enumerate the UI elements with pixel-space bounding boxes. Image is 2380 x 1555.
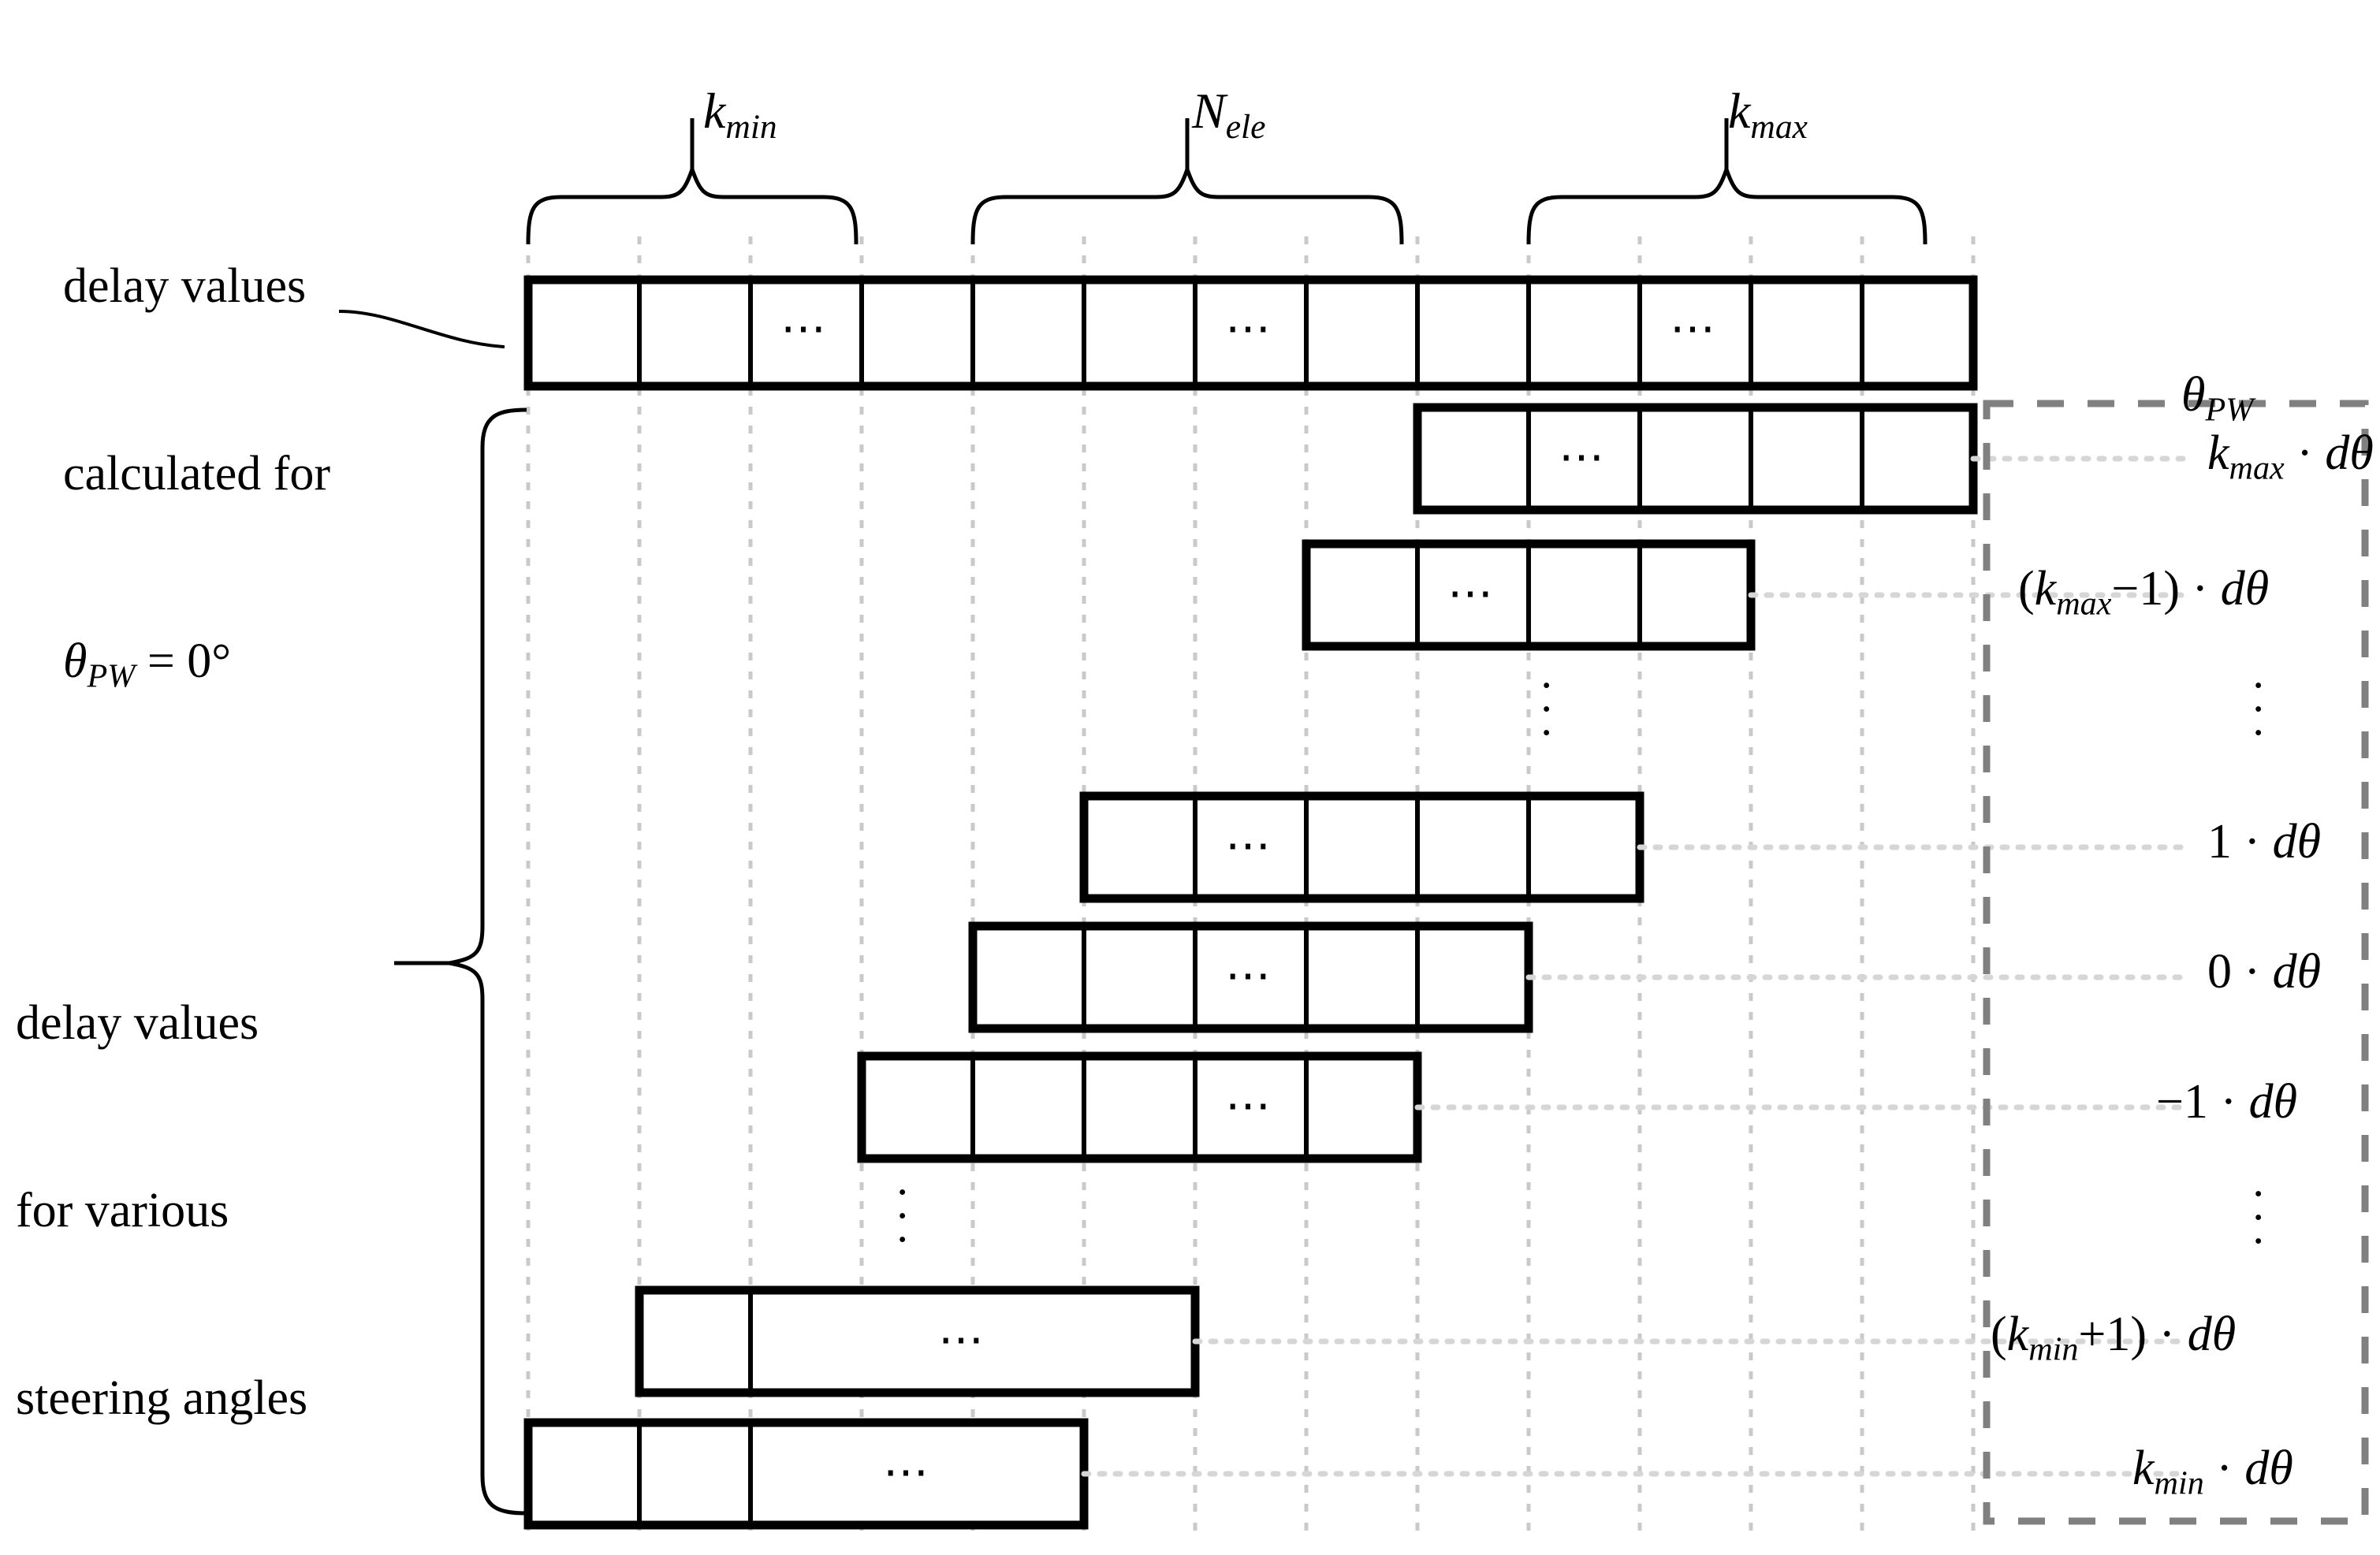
caption-line-3: steering angles xyxy=(16,1371,308,1425)
angle-label-0: kmax · dθ xyxy=(2207,426,2374,487)
ellipsis-top-row-3: ⋯ xyxy=(1670,303,1715,354)
angle-label-1: (kmax−1) · dθ xyxy=(2018,562,2270,623)
steering-row-3 xyxy=(968,921,1533,1033)
ellipsis-top-row-2: ⋯ xyxy=(1225,303,1271,354)
vertical-ellipsis-upper-rows: ··· xyxy=(1539,660,1555,759)
steering-row-6 xyxy=(523,1418,1089,1530)
angle-label-4: −1 · dθ xyxy=(2156,1075,2298,1129)
ellipsis-steering-row-1: ⋯ xyxy=(1447,567,1493,619)
vertical-ellipsis-lower-rows: ··· xyxy=(895,1166,911,1266)
ellipsis-steering-row-0: ⋯ xyxy=(1559,431,1604,482)
ellipsis-steering-row-6: ⋯ xyxy=(883,1446,929,1497)
vertical-ellipsis-labels-lower: ··· xyxy=(2251,1168,2266,1267)
ellipsis-steering-row-4: ⋯ xyxy=(1225,1080,1271,1131)
angle-label-5: (kmin+1) · dθ xyxy=(1991,1308,2237,1368)
ellipsis-steering-row-2: ⋯ xyxy=(1225,820,1271,871)
angle-label-3: 0 · dθ xyxy=(2207,945,2322,999)
steering-row-0 xyxy=(1413,403,1978,515)
brace-label-k-max: kmax xyxy=(1728,83,1808,147)
caption-line-2: calculated for xyxy=(63,446,331,500)
angle-label-6: kmin · dθ xyxy=(2132,1442,2293,1502)
brace-label-n-ele: Nele xyxy=(1192,83,1266,147)
brace-k-max xyxy=(1526,118,1927,245)
caption-line-1: delay values xyxy=(63,259,307,313)
steering-row-5 xyxy=(635,1285,1200,1397)
ellipsis-top-row-1: ⋯ xyxy=(780,303,826,354)
ellipsis-steering-row-3: ⋯ xyxy=(1225,950,1271,1001)
steering-row-4 xyxy=(857,1051,1422,1163)
reference-delay-row xyxy=(523,275,1978,391)
angle-label-2: 1 · dθ xyxy=(2207,815,2322,869)
caption-line-2: for various xyxy=(16,1183,229,1237)
steering-row-2 xyxy=(1079,791,1644,903)
ellipsis-steering-row-5: ⋯ xyxy=(938,1314,984,1365)
brace-label-k-min: kmin xyxy=(703,83,777,147)
caption-line-1: delay values xyxy=(16,995,259,1050)
caption-theta-zero: θPW = 0° xyxy=(63,634,232,695)
brace-k-min xyxy=(526,118,859,245)
label-leaders xyxy=(1081,456,2187,1477)
theta-pw-dashed-box xyxy=(1983,400,2369,1525)
brace-n-ele xyxy=(970,118,1404,245)
theta-pw-column-header: θPW xyxy=(2181,368,2254,429)
vertical-ellipsis-labels-upper: ··· xyxy=(2251,660,2266,759)
caption-reference-delays: delay values calculated for θPW = 0° xyxy=(63,130,330,823)
caption-steering-delays: delay values for various steering angles xyxy=(16,867,307,1555)
leader-theta-zero xyxy=(338,310,505,348)
steering-row-1 xyxy=(1302,539,1756,651)
brace-steering-angles xyxy=(394,407,527,1516)
